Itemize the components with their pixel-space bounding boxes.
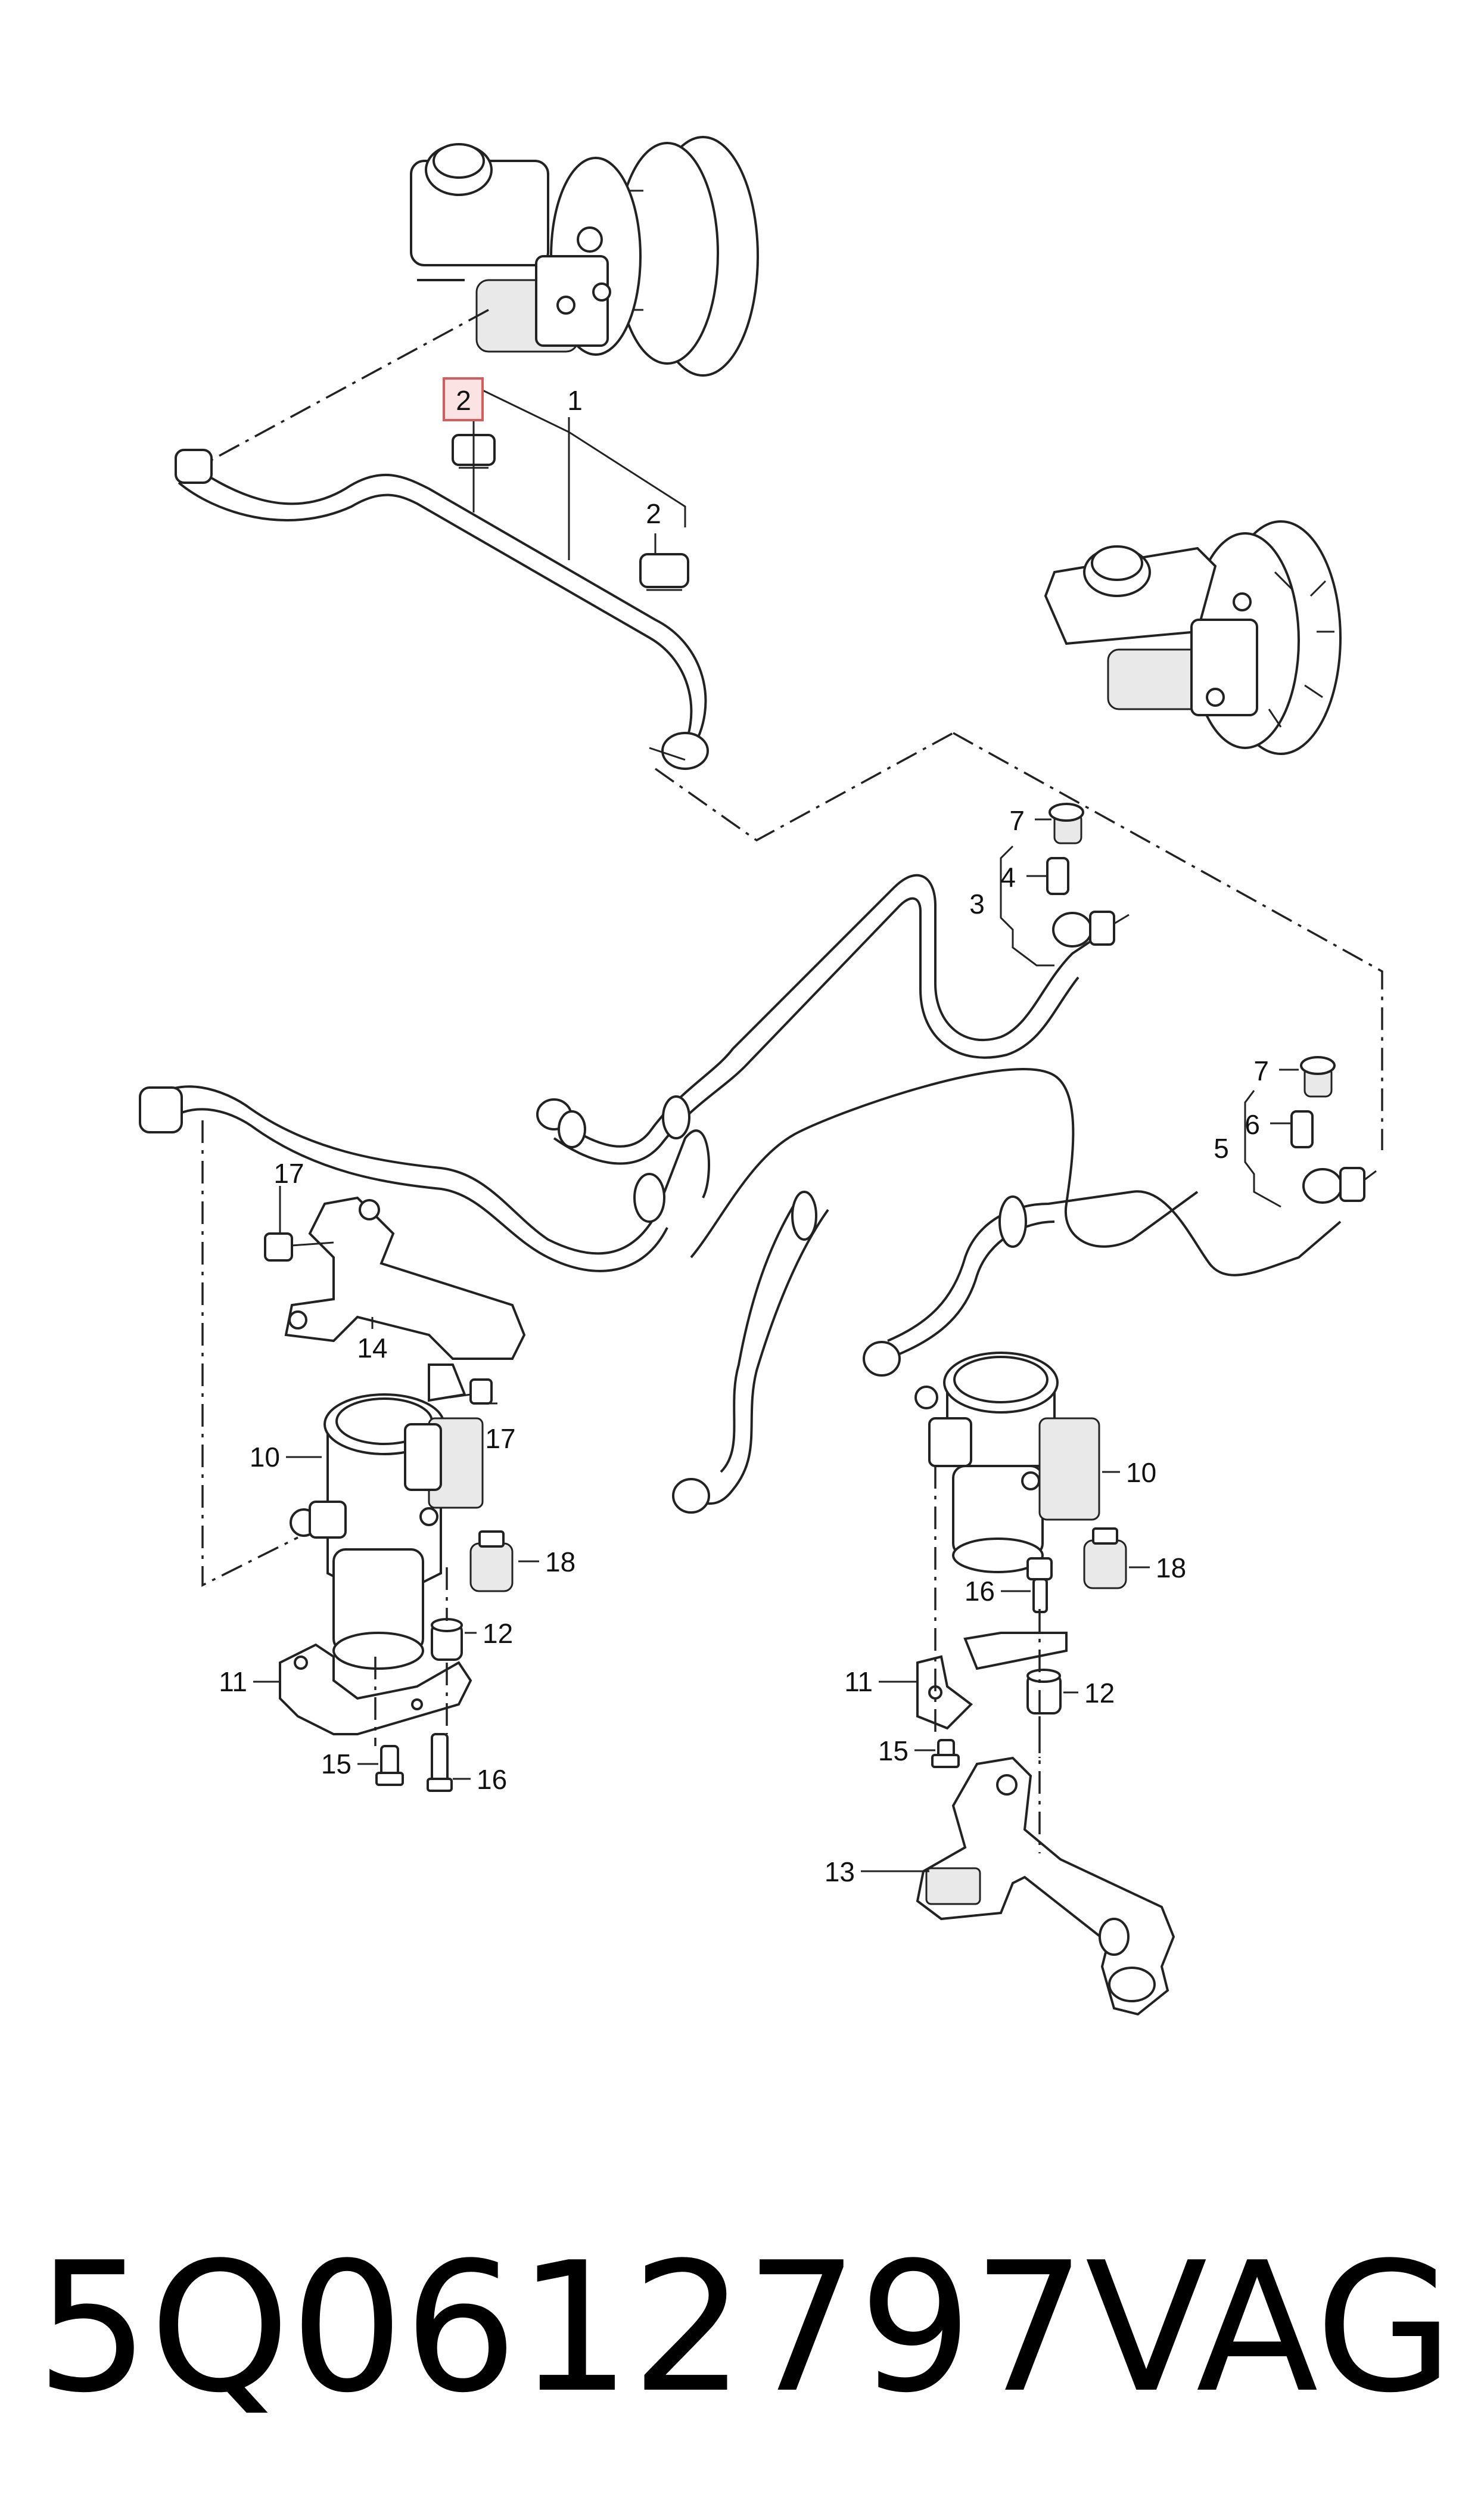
bolt-15-left <box>375 1745 404 1786</box>
check-valve-right <box>1300 1056 1336 1098</box>
small-connector-4 <box>1046 857 1069 895</box>
vacuum-hose-long-right <box>672 1067 1342 1514</box>
leader-line <box>953 732 1383 1150</box>
small-connector-6 <box>1290 1110 1314 1148</box>
callout-11-left: 11 <box>219 1666 247 1697</box>
callout-6: 6 <box>1245 1109 1260 1140</box>
t-connector-right <box>1302 1167 1377 1204</box>
callout-13: 13 <box>825 1856 855 1887</box>
brake-booster-lower <box>1044 520 1342 755</box>
vacuum-hose-center <box>536 874 1109 1165</box>
callout-17-top: 17 <box>273 1158 304 1189</box>
bolt-17-bottom <box>449 1378 493 1405</box>
bracket-11-left <box>279 1643 472 1735</box>
leader-line <box>654 732 954 842</box>
callout-5: 5 <box>1214 1133 1229 1164</box>
callout-16-right: 16 <box>965 1576 995 1607</box>
leader-line <box>1244 1069 1299 1208</box>
callout-14: 14 <box>357 1333 387 1363</box>
leader-line <box>472 417 570 560</box>
vacuum-pump-right <box>914 1352 1100 1573</box>
leader-line <box>934 1466 1041 1853</box>
bolt-15-right <box>931 1739 960 1768</box>
callout-16-left: 16 <box>477 1764 507 1795</box>
callout-1: 1 <box>567 385 583 416</box>
callout-4: 4 <box>1000 862 1016 893</box>
leader-line <box>476 386 686 527</box>
mounting-bracket-13 <box>916 1756 1175 2016</box>
pump-bracket-left <box>284 1196 526 1402</box>
bolt-17-top <box>264 1232 334 1262</box>
hose-clip <box>639 553 689 591</box>
callout-2: 2 <box>646 498 661 529</box>
leader-line <box>202 309 489 466</box>
callout-2-highlight: 2 <box>456 385 471 416</box>
callout-17-bottom: 17 <box>485 1423 515 1454</box>
leader-line <box>201 1120 298 1587</box>
callout-12-left: 12 <box>483 1618 513 1649</box>
callout-18-right: 18 <box>1156 1552 1186 1583</box>
vacuum-hose-upper <box>175 449 709 770</box>
leader-line <box>374 1567 448 1746</box>
vacuum-hose-long-left <box>139 1085 710 1272</box>
callout-10-right: 10 <box>1126 1457 1156 1488</box>
vacuum-pump-left <box>290 1393 484 1670</box>
connector-18-right <box>1083 1527 1127 1589</box>
bolt-16-left <box>427 1733 453 1792</box>
callout-7-right: 7 <box>1253 1055 1269 1086</box>
callout-12-right: 12 <box>1084 1678 1115 1709</box>
callout-18-left: 18 <box>545 1546 575 1577</box>
brake-booster-upper <box>410 136 759 377</box>
callout-box-highlight <box>443 377 484 421</box>
callout-7-top: 7 <box>1009 805 1025 836</box>
callout-10-left: 10 <box>250 1442 280 1473</box>
part-number: 5Q0612797 <box>36 2224 1086 2432</box>
leader-line <box>1000 818 1054 967</box>
rubber-mount-12-left <box>431 1618 463 1661</box>
t-connector-upper <box>1052 911 1130 948</box>
brand-label: VAG <box>1085 2224 1454 2432</box>
rubber-mount-12-right <box>1026 1669 1062 1714</box>
bolt-16-right <box>1026 1557 1053 1613</box>
callout-15-right: 15 <box>878 1735 909 1766</box>
check-valve-top <box>1049 803 1084 844</box>
callout-15-left: 15 <box>321 1748 351 1779</box>
callout-11-right: 11 <box>844 1666 873 1697</box>
connector-18-left <box>469 1530 514 1592</box>
callout-3: 3 <box>969 889 985 920</box>
